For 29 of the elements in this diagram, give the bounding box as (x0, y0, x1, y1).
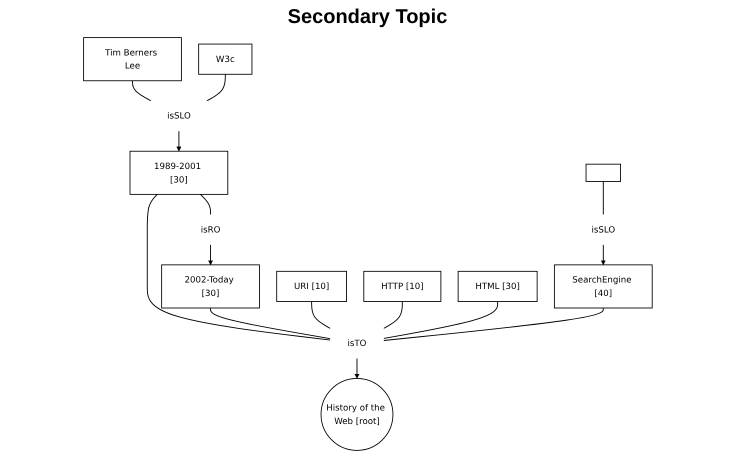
connector (146, 194, 330, 340)
connector (382, 301, 498, 339)
node-box: 1989-2001 [30] (129, 150, 228, 195)
node-text: isSLO (591, 224, 615, 235)
node-box: W3c (198, 44, 252, 75)
connector (382, 301, 402, 329)
arrow (208, 244, 213, 266)
node-box: SearchEngine [40] (554, 264, 652, 308)
node-text: isTO (347, 338, 366, 348)
connector (200, 194, 211, 215)
arrow (176, 130, 182, 152)
node-box: HTML [30] (457, 270, 538, 302)
connector (310, 301, 330, 329)
node-box: 2002-Today [30] (160, 264, 260, 308)
node-circle: History of the Web [root] (320, 378, 393, 451)
node-box: URI [10] (276, 270, 347, 302)
node-box: HTTP [10] (362, 270, 441, 302)
connector (206, 74, 226, 102)
node-box (585, 164, 621, 182)
node-text: isRO (200, 224, 220, 235)
node-box: Tim Berners Lee (82, 37, 182, 82)
connector (132, 80, 152, 102)
arrow (354, 358, 360, 379)
arrow (600, 244, 606, 266)
node-text: isSLO (166, 110, 190, 122)
diagram-title: Secondary Topic (288, 6, 448, 29)
connector (382, 308, 604, 341)
connector (602, 180, 604, 215)
connector (210, 308, 330, 340)
